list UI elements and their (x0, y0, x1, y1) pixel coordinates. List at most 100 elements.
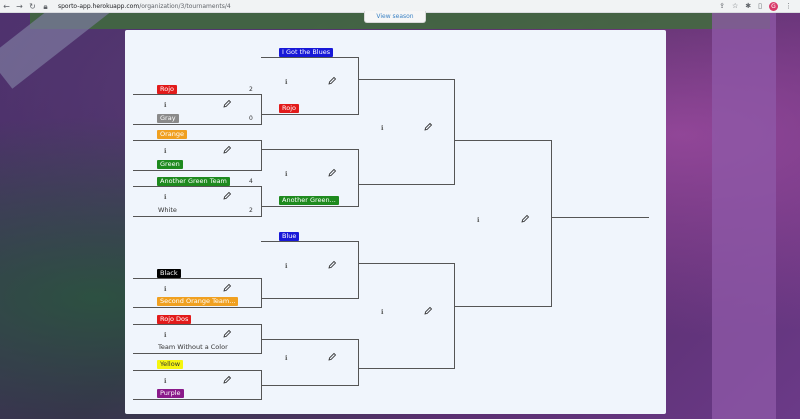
bracket-line (261, 149, 358, 150)
bracket-line (358, 57, 359, 115)
team-label[interactable]: Blue (279, 232, 300, 241)
star-icon[interactable]: ☆ (731, 2, 739, 10)
info-icon[interactable]: ℹ (285, 78, 288, 86)
pencil-icon[interactable] (327, 260, 337, 270)
champion-line (551, 217, 649, 218)
bracket-line (261, 298, 358, 299)
bracket-line (133, 94, 261, 95)
bracket-line (133, 216, 261, 217)
bracket-line (358, 263, 455, 264)
pencil-icon[interactable] (423, 122, 433, 132)
bracket-line (358, 79, 455, 80)
bracket-line (133, 140, 261, 141)
bracket-line (454, 306, 551, 307)
bracket-line (261, 94, 262, 125)
pencil-icon[interactable] (222, 191, 232, 201)
bracket-line (261, 206, 358, 207)
sidebar-icon[interactable]: ▯ (758, 2, 762, 10)
avatar[interactable]: G (769, 1, 778, 11)
bracket-line (133, 307, 261, 308)
lock-icon[interactable]: 🔒︎ (43, 1, 48, 11)
bracket-line (551, 140, 552, 307)
team-label[interactable]: Yellow (157, 360, 184, 369)
bracket-line (358, 241, 359, 299)
team-label[interactable]: Another Green... (279, 196, 339, 205)
forward-icon[interactable]: → (16, 1, 23, 11)
team-label[interactable]: Second Orange Team... (157, 297, 239, 306)
team-label[interactable]: Another Green Team (157, 177, 230, 186)
bracket-line (358, 368, 455, 369)
score: 2 (249, 86, 253, 93)
team-label[interactable]: Green (157, 160, 183, 169)
url-path: /organization/3/tournaments/4 (139, 2, 231, 10)
bracket-line (133, 186, 261, 187)
info-icon[interactable]: ℹ (164, 285, 167, 293)
team-label[interactable]: I Got the Blues (279, 48, 334, 57)
bracket-line (261, 385, 358, 386)
team-label[interactable]: Black (157, 269, 181, 278)
team-label[interactable]: Rojo (279, 104, 299, 113)
bracket-line (261, 140, 262, 171)
url-host: sporto-app.herokuapp.com (58, 2, 140, 10)
bracket-line (133, 324, 261, 325)
bracket-line (261, 278, 262, 308)
team-label[interactable]: White (158, 206, 177, 214)
pencil-icon[interactable] (327, 352, 337, 362)
info-icon[interactable]: ℹ (164, 101, 167, 109)
info-icon[interactable]: ℹ (164, 147, 167, 155)
bracket-line (133, 124, 261, 125)
bracket-line (454, 263, 455, 369)
info-icon[interactable]: ℹ (164, 377, 167, 385)
bracket-line (261, 57, 358, 58)
pencil-icon[interactable] (222, 145, 232, 155)
team-label[interactable]: Orange (157, 130, 188, 139)
bracket-line (454, 79, 455, 185)
share-icon[interactable]: ⇪ (719, 2, 725, 10)
info-icon[interactable]: ℹ (381, 308, 384, 316)
team-label[interactable]: Rojo Dos (157, 315, 192, 324)
pencil-icon[interactable] (327, 168, 337, 178)
bracket-line (358, 339, 359, 386)
bracket-line (133, 353, 261, 354)
team-label[interactable]: Gray (157, 114, 179, 123)
browser-toolbar: ← → ↻ 🔒︎ sporto-app.herokuapp.com/organi… (0, 0, 800, 13)
menu-icon[interactable]: ⋮ (785, 2, 792, 10)
bracket-line (358, 149, 359, 207)
bracket-line (133, 278, 261, 279)
pencil-icon[interactable] (520, 214, 530, 224)
pencil-icon[interactable] (222, 99, 232, 109)
team-label[interactable]: Team Without a Color (158, 343, 228, 351)
pencil-icon[interactable] (423, 306, 433, 316)
reload-icon[interactable]: ↻ (29, 1, 36, 11)
info-icon[interactable]: ℹ (381, 124, 384, 132)
info-icon[interactable]: ℹ (285, 170, 288, 178)
bracket-line (261, 114, 358, 115)
view-season-button[interactable]: View season (364, 11, 426, 23)
bracket-line (133, 370, 261, 371)
team-label[interactable]: Rojo (157, 85, 177, 94)
info-icon[interactable]: ℹ (285, 354, 288, 362)
back-icon[interactable]: ← (3, 1, 10, 11)
info-icon[interactable]: ℹ (164, 193, 167, 201)
pencil-icon[interactable] (222, 375, 232, 385)
info-icon[interactable]: ℹ (285, 262, 288, 270)
bracket-line (261, 241, 358, 242)
pencil-icon[interactable] (222, 283, 232, 293)
bracket-line (454, 140, 551, 141)
info-icon[interactable]: ℹ (477, 216, 480, 224)
bracket-panel: Rojo 2 ℹ Gray 0 Orange ℹ Green Another G… (125, 30, 666, 414)
pencil-icon[interactable] (327, 76, 337, 86)
bracket-line (133, 399, 261, 400)
pencil-icon[interactable] (222, 329, 232, 339)
extensions-icon[interactable]: ✱ (745, 2, 752, 10)
score: 2 (249, 207, 253, 214)
team-label[interactable]: Purple (157, 389, 184, 398)
info-icon[interactable]: ℹ (164, 331, 167, 339)
address-bar[interactable]: sporto-app.herokuapp.com/organization/3/… (58, 0, 719, 13)
score: 0 (249, 115, 253, 122)
bracket-line (261, 186, 262, 217)
bracket-line (261, 339, 358, 340)
bracket-line (133, 170, 261, 171)
score: 4 (249, 178, 253, 185)
bracket-line (358, 184, 455, 185)
